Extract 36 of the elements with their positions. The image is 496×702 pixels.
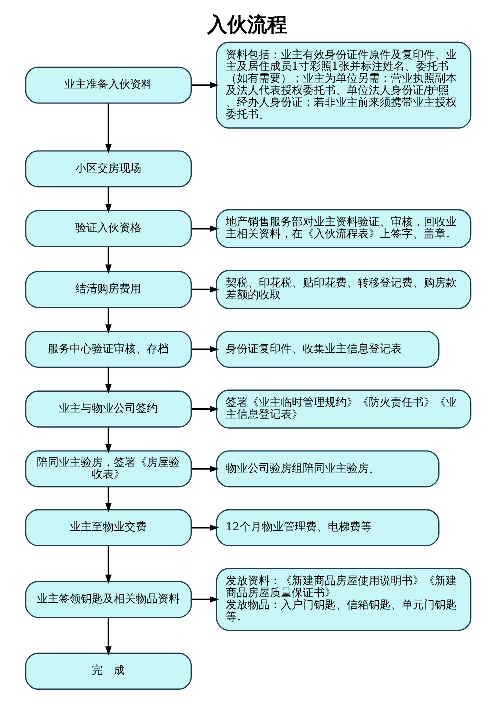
arrow — [105, 546, 112, 584]
arrow — [191, 406, 219, 413]
node-box: 契税、印花税、贴印花费、转移登记费、购房款差额的收取 — [216, 270, 472, 310]
node-box: 业主与物业公司签约 — [24, 390, 192, 428]
node-box: 地产销售服务部对业主资料验证、审核，回收业主相关资料，在《入伙流程表》上签字、盖章。 — [216, 209, 472, 248]
node-box: 业主至物业交费 — [24, 509, 192, 546]
node-box: 小区交房现场 — [24, 150, 192, 188]
arrow — [105, 187, 112, 214]
node-box: 结清购房费用 — [24, 271, 192, 308]
arrow — [105, 246, 112, 274]
node-box: 陪同业主验房，签署《房屋验收表》 — [24, 450, 192, 488]
arrow — [191, 466, 219, 472]
arrow — [191, 346, 219, 353]
node-box: 完 成 — [24, 652, 192, 690]
node-box: 12个月物业管理费、电梯费等 — [216, 509, 440, 546]
node-box: 资料包括：业主有效身份证件原件及复印件、业主及居住成员1寸彩照1张并标注姓名、委托书（如有需要）；业主为单位另需：营业执照副本及法人代表授权委托书、单位法人身份证/护照、经办人身份证；若非业主前来须携带业主授权委托书。 — [216, 42, 472, 129]
arrow — [105, 618, 112, 656]
arrow — [105, 487, 112, 512]
arrow — [191, 524, 219, 532]
node-box: 物业公司验房组陪同业主验房。 — [216, 450, 440, 488]
node-box: 业主准备入伙资料 — [24, 66, 192, 104]
arrow — [105, 104, 112, 154]
arrow — [191, 226, 219, 232]
arrow — [105, 368, 112, 394]
node-box: 签署《业主临时管理规约》《防火责任书》《业主信息登记表》 — [216, 390, 472, 429]
arrow — [105, 427, 112, 454]
diagram-title: 入伙流程 — [207, 12, 288, 37]
node-box: 发放资料：《新建商品房屋使用说明书》《新建商品房屋质量保证书》 发放物品：入户门钥匙、信箱钥匙、单元门钥匙等。 — [216, 568, 472, 632]
arrow — [191, 82, 219, 89]
node-box: 服务中心验证审核、存档 — [24, 330, 192, 368]
node-box: 业主签领钥匙及相关物品资料 — [24, 581, 192, 618]
node-box: 验证入伙资格 — [24, 210, 192, 248]
arrow — [105, 308, 112, 334]
node-box: 身份证复印件、收集业主信息登记表 — [216, 330, 440, 368]
arrow — [191, 286, 219, 293]
arrow — [191, 596, 219, 603]
